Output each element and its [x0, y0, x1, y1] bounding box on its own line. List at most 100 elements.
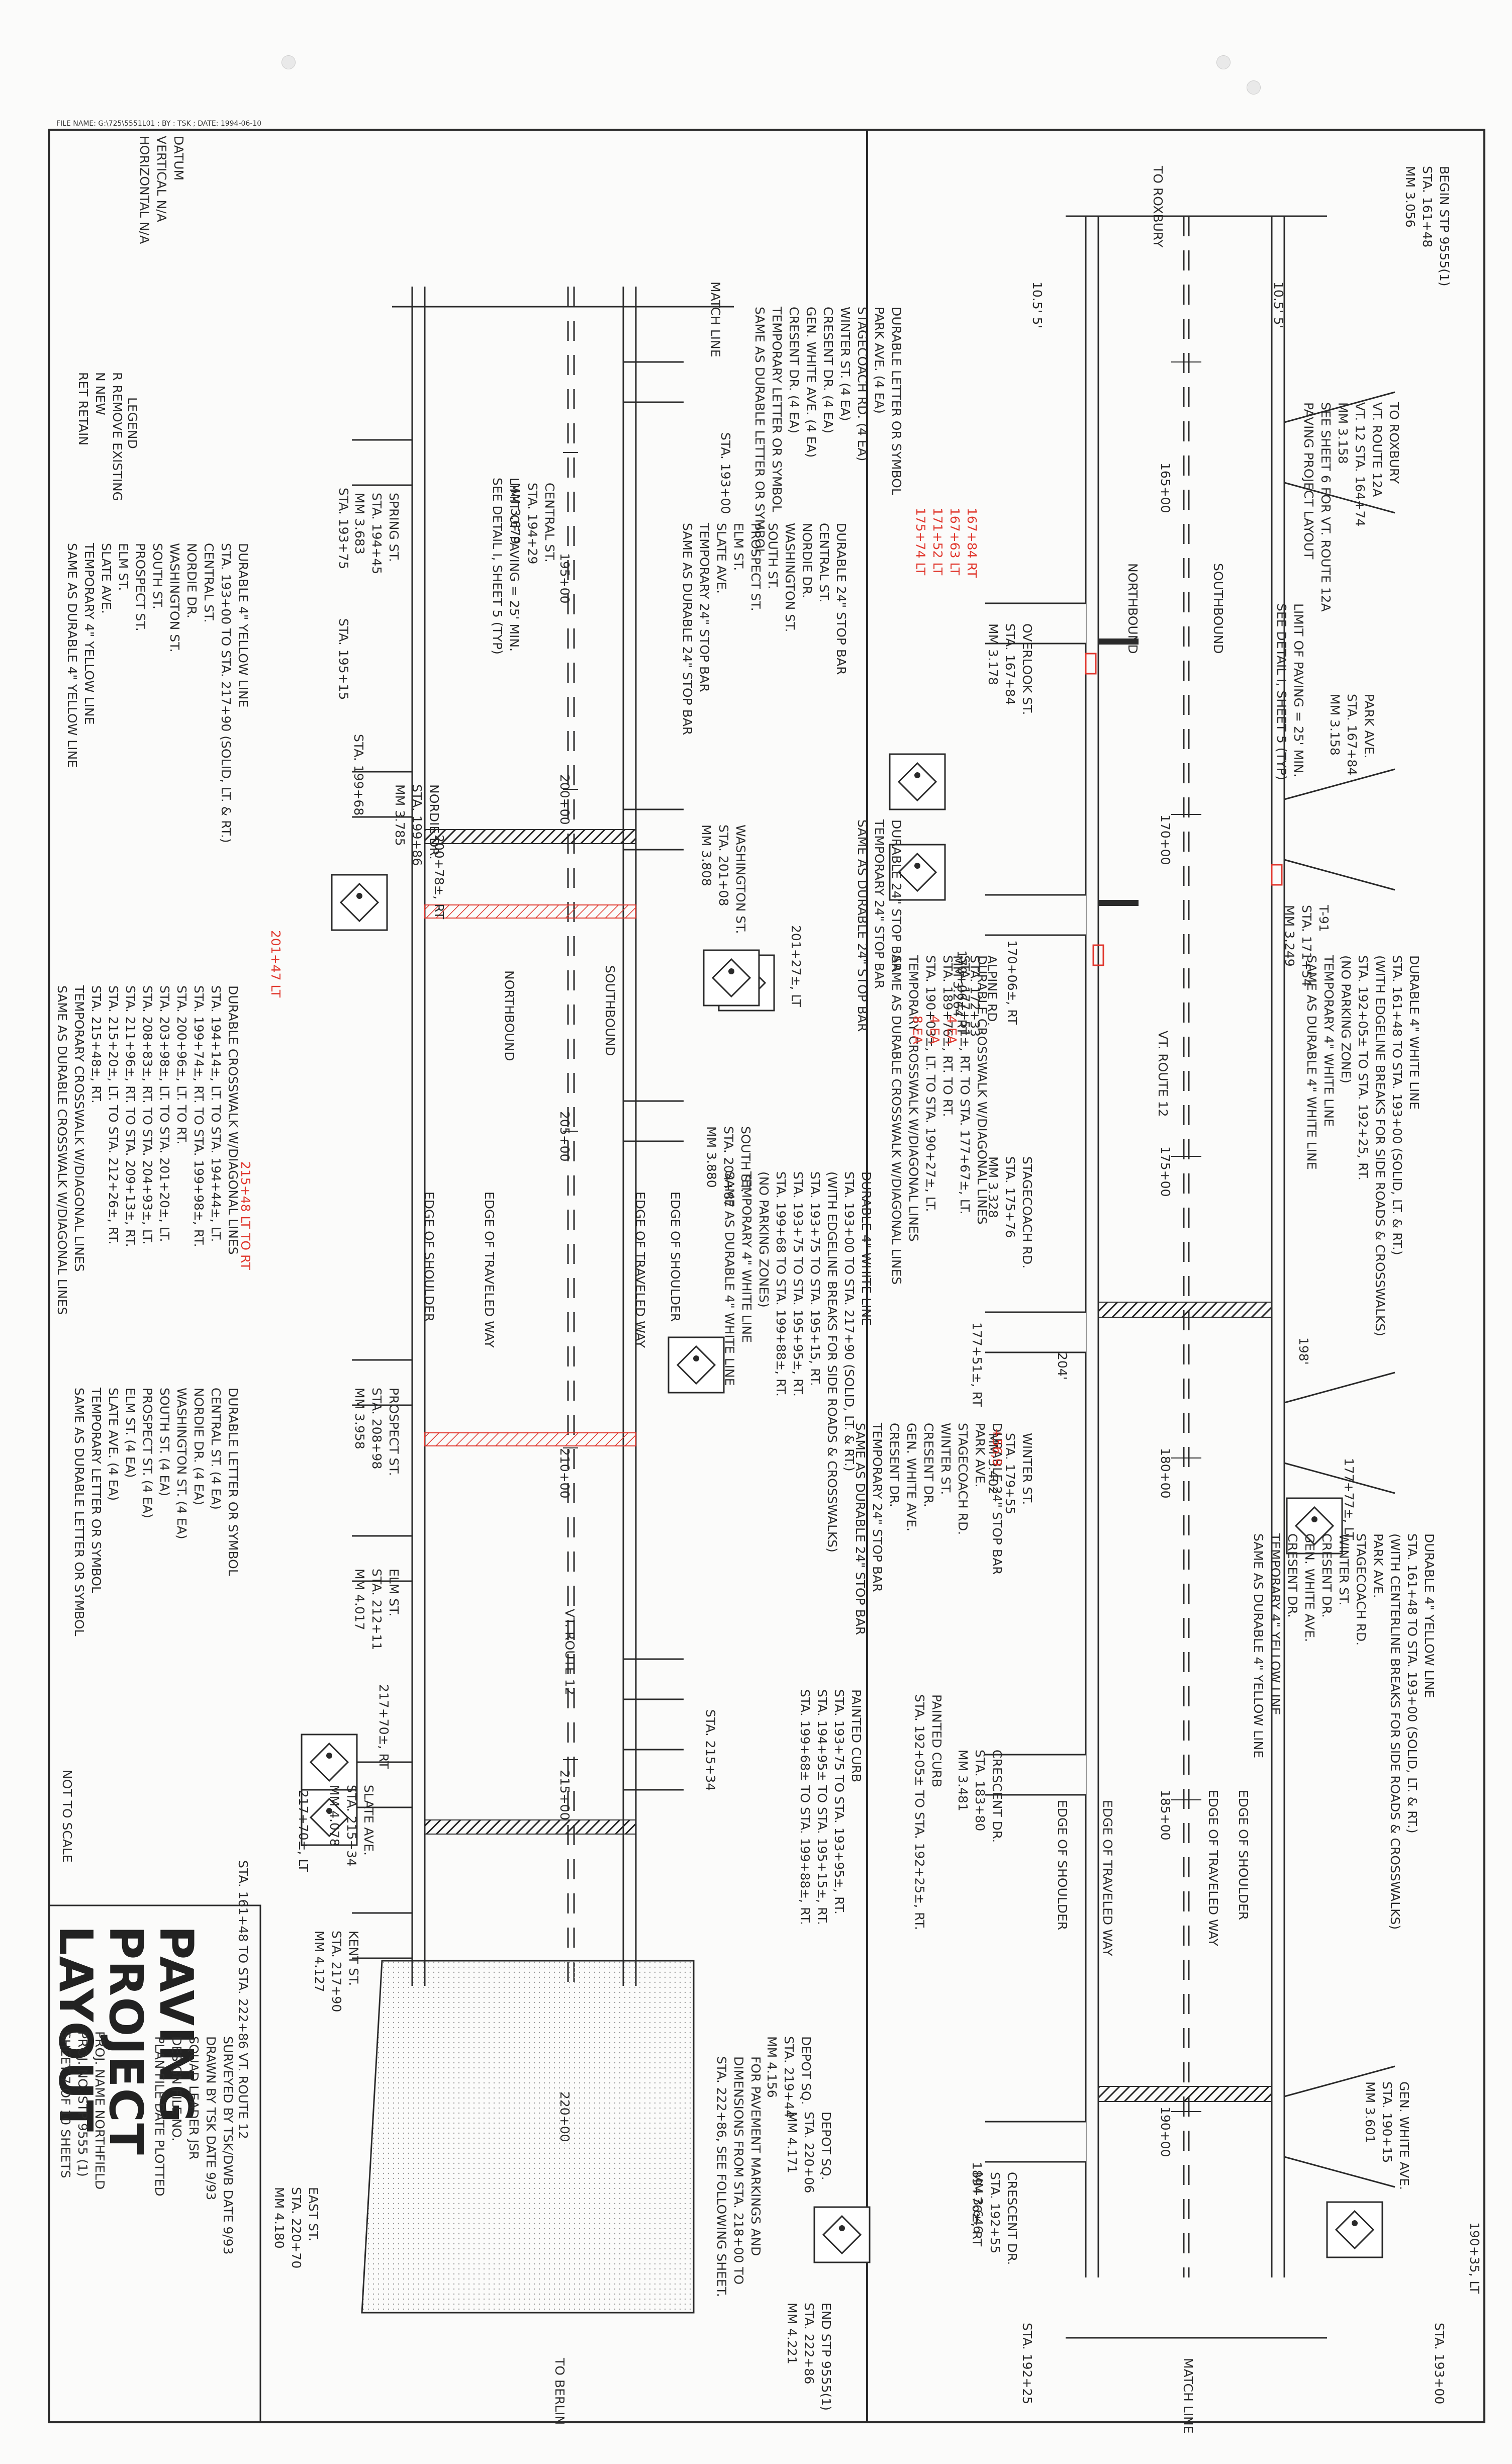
- label-line: CENTRAL ST.: [817, 523, 831, 603]
- label-line: RET RETAIN: [76, 372, 90, 446]
- side-road-edge-gen: [1284, 1462, 1395, 1494]
- label-line: STA. 222+86, SEE FOLLOWING SHEET.: [714, 2056, 729, 2297]
- label-line: SAME AS DURABLE CROSSWALK W/DIAGONAL LIN…: [55, 985, 69, 1315]
- label-line: SAME AS DURABLE 4" WHITE LINE: [1304, 955, 1319, 1170]
- label-line: CENTRAL ST.: [542, 483, 557, 563]
- label-line: 190+35, LT: [1467, 2222, 1482, 2294]
- sign-station: 217+70±, RT: [375, 1684, 392, 1769]
- label-line: ELM ST.: [116, 543, 131, 591]
- label-line: 175+00: [1158, 1146, 1173, 1197]
- edge-of-shoulder-label: EDGE OF SHOULDER: [420, 1192, 437, 1322]
- punch-hole: [281, 55, 296, 69]
- label-line: PLAN FILE DATE PLOTTED: [152, 2036, 167, 2197]
- label-line: SURVEYED BY TSK/DWB DATE 9/93: [221, 2036, 235, 2255]
- label-line: MM 4.221: [785, 2303, 799, 2364]
- sign-station: 200+78±, RT: [430, 835, 447, 919]
- edge-of-shoulder-label: EDGE OF SHOULDER: [667, 1192, 684, 1322]
- pedestrian-icon: [914, 863, 920, 869]
- label-line: SAME AS DURABLE LETTER OR SYMBOL: [752, 307, 767, 556]
- dimension: 204': [1054, 1352, 1071, 1380]
- label-line: PAINTED CURB: [849, 1689, 864, 1783]
- label-line: SLATE AVE. (4 EA): [106, 1388, 121, 1501]
- label-line: SOUTH ST.: [150, 543, 165, 609]
- label-line: MATCH LINE: [708, 282, 723, 357]
- label-line: STA. 222+86: [802, 2303, 816, 2385]
- to-berlin: TO BERLIN: [551, 2358, 568, 2425]
- label-line: (WITH EDGELINE BREAKS FOR SIDE ROADS & C…: [825, 1171, 839, 1553]
- label-line: NORTHBOUND: [1125, 563, 1140, 654]
- label-line: 185+00: [1158, 1790, 1173, 1841]
- label-line: PARK AVE.: [1371, 1533, 1385, 1598]
- label-line: TO BERLIN: [552, 2358, 567, 2425]
- label-line: SOUTHBOUND: [603, 965, 617, 1056]
- label-line: DURABLE 24" STOP BAR: [834, 523, 848, 675]
- label-line: 215+48 LT TO RT: [238, 1161, 253, 1270]
- southbound: SOUTHBOUND: [601, 965, 618, 1056]
- label-line: SLATE AVE.: [99, 543, 114, 614]
- label-line: CRESCENT DR.: [990, 1750, 1004, 1843]
- label-line: TO ROXBURY: [1151, 166, 1165, 247]
- label-line: 165+00: [1158, 463, 1173, 513]
- dimension: 10.5' 5': [1028, 282, 1046, 328]
- label-line: EDGE OF TRAVELED WAY: [633, 1192, 647, 1348]
- label-line: STA. 199+68 TO STA. 199+88±, RT.: [774, 1171, 788, 1397]
- not-to-scale: NOT TO SCALE: [58, 1770, 75, 1863]
- side-road-winter: [985, 1312, 1086, 1352]
- match-line-label: MATCH LINE: [707, 282, 724, 357]
- side-road-edge-gen-white: [1284, 2156, 1395, 2188]
- label-line: STA. 193+75 TO STA. 195+95±, RT.: [791, 1171, 805, 1397]
- label-line: 170+06±, RT: [1005, 940, 1019, 1025]
- label-line: STA. 215+20±, LT. TO STA. 212+26±, RT.: [106, 985, 121, 1245]
- label-line: SEE DETAIL I, SHEET 5 (TYP): [490, 478, 505, 655]
- label-line: STA. 215+34: [344, 1785, 359, 1867]
- label-line: SLATE AVE.: [714, 523, 729, 594]
- label-line: SEE DETAIL I, SHEET 5 (TYP): [1274, 603, 1289, 780]
- label-line: 217+70±, LT: [296, 1790, 311, 1872]
- label-line: END STP 9555(1): [819, 2303, 833, 2411]
- station-label: 190+00: [1157, 2107, 1174, 2157]
- sign-station: 190+35, LT: [1466, 2222, 1483, 2294]
- pedestrian-icon: [326, 1753, 332, 1759]
- label-line: LEGEND: [125, 397, 140, 449]
- label-line: 198': [1296, 1337, 1311, 1365]
- label-line: MM 4.180: [272, 2187, 287, 2249]
- diamond-sign-icon: [309, 1797, 349, 1838]
- label-line: STAGECOACH RD.: [1020, 1156, 1034, 1269]
- label-line: ELM ST. (4 EA): [123, 1388, 138, 1478]
- pedestrian-icon: [356, 893, 362, 899]
- label-line: STA. 193+75 TO STA. 195+15, RT.: [808, 1171, 822, 1387]
- label-line: SAME AS DURABLE 24" STOP BAR: [680, 523, 695, 736]
- label-line: PROSPECT ST.: [387, 1388, 401, 1476]
- label-line: KENT ST.: [346, 1931, 361, 1986]
- pedestrian-icon: [326, 1808, 332, 1814]
- label-line: PAINTED CURB: [929, 1694, 944, 1788]
- label-line: 200+78±, RT: [432, 835, 446, 920]
- label-line: STA. 192+05± TO STA. 192+25±, RT.: [912, 1694, 927, 1930]
- label-line: STAGECOACH RD.: [956, 1423, 970, 1535]
- station-label: 175+00: [1157, 1146, 1174, 1197]
- station-label: STA. 199+68: [350, 734, 367, 815]
- crosswalk: [1098, 2086, 1272, 2102]
- label-line: GEN. WHITE AVE. (4 EA): [804, 307, 818, 458]
- label-line: WASHINGTON ST.: [783, 523, 797, 632]
- station-label: 200+00: [556, 774, 573, 825]
- station-label: 210+00: [556, 1448, 573, 1498]
- label-line: WASHINGTON ST.: [733, 825, 748, 934]
- label-line: DURABLE 4" WHITE LINE: [859, 1171, 874, 1326]
- label-line: PROJ. NAME NORTHFIELD: [92, 2031, 107, 2190]
- label-line: NORDIE DR. (4 EA): [192, 1388, 206, 1505]
- label-line: STA. 175+76: [1003, 1156, 1017, 1238]
- label-line: MM 3.785: [393, 784, 407, 846]
- station-label: STA. 193+00: [717, 432, 734, 514]
- label-line: STA. 167+84: [1003, 623, 1017, 705]
